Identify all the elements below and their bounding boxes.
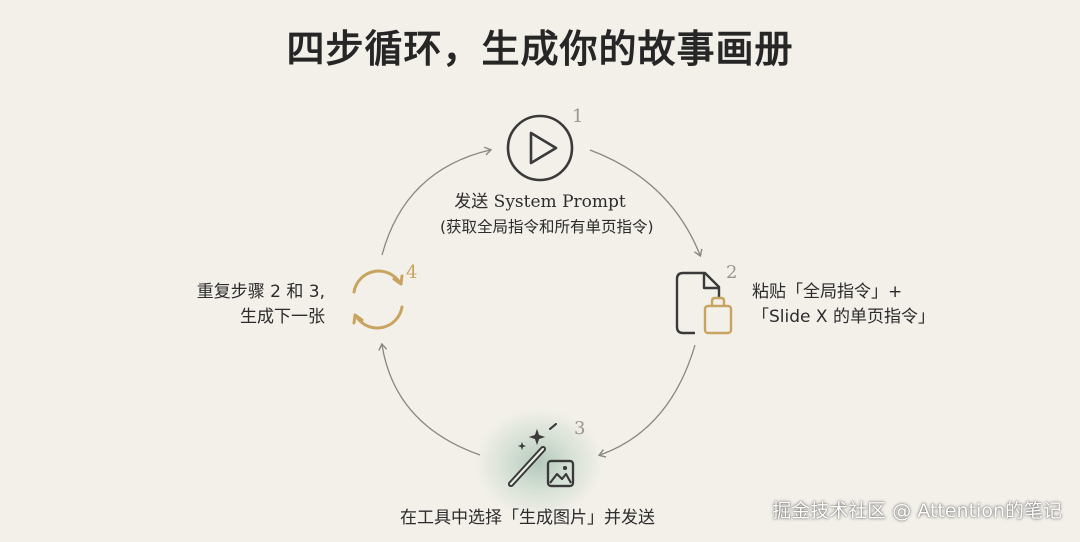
step4-label: 重复步骤 2 和 3, 生成下一张 bbox=[160, 280, 325, 330]
refresh-cycle-icon bbox=[352, 269, 404, 330]
step1-line2: (获取全局指令和所有单页指令) bbox=[440, 218, 654, 236]
watermark: 掘金技术社区 @ Attention的笔记 bbox=[772, 500, 1062, 522]
step2-number: 2 bbox=[726, 262, 738, 283]
document-clipboard-icon bbox=[675, 271, 733, 335]
arrow-step4-to-step1 bbox=[381, 146, 493, 256]
step2-line2: 「Slide X 的单页指令」 bbox=[752, 307, 935, 327]
step4-line2: 生成下一张 bbox=[240, 307, 325, 327]
magic-wand-image-icon-overlay bbox=[508, 423, 575, 488]
step3-glow bbox=[474, 408, 604, 518]
arrow-step2-to-step3 bbox=[597, 344, 696, 458]
step4-number: 4 bbox=[406, 262, 418, 283]
arrow-step1-to-step2 bbox=[589, 149, 703, 258]
play-circle-icon bbox=[506, 114, 574, 182]
step3-line1: 在工具中选择「生成图片」并发送 bbox=[400, 508, 655, 528]
step3-number: 3 bbox=[574, 418, 586, 439]
step2-label: 粘贴「全局指令」+ 「Slide X 的单页指令」 bbox=[752, 280, 935, 330]
step1-label: 发送 System Prompt (获取全局指令和所有单页指令) bbox=[440, 190, 654, 240]
step2-line1: 粘贴「全局指令」+ bbox=[752, 282, 903, 302]
step1-line1: 发送 System Prompt bbox=[454, 192, 626, 212]
step3-label: 在工具中选择「生成图片」并发送 bbox=[400, 506, 655, 531]
step4-line1: 重复步骤 2 和 3, bbox=[196, 282, 325, 302]
page-title: 四步循环，生成你的故事画册 bbox=[286, 27, 794, 71]
step1-number: 1 bbox=[572, 106, 584, 127]
arrow-step3-to-step4 bbox=[378, 342, 481, 456]
